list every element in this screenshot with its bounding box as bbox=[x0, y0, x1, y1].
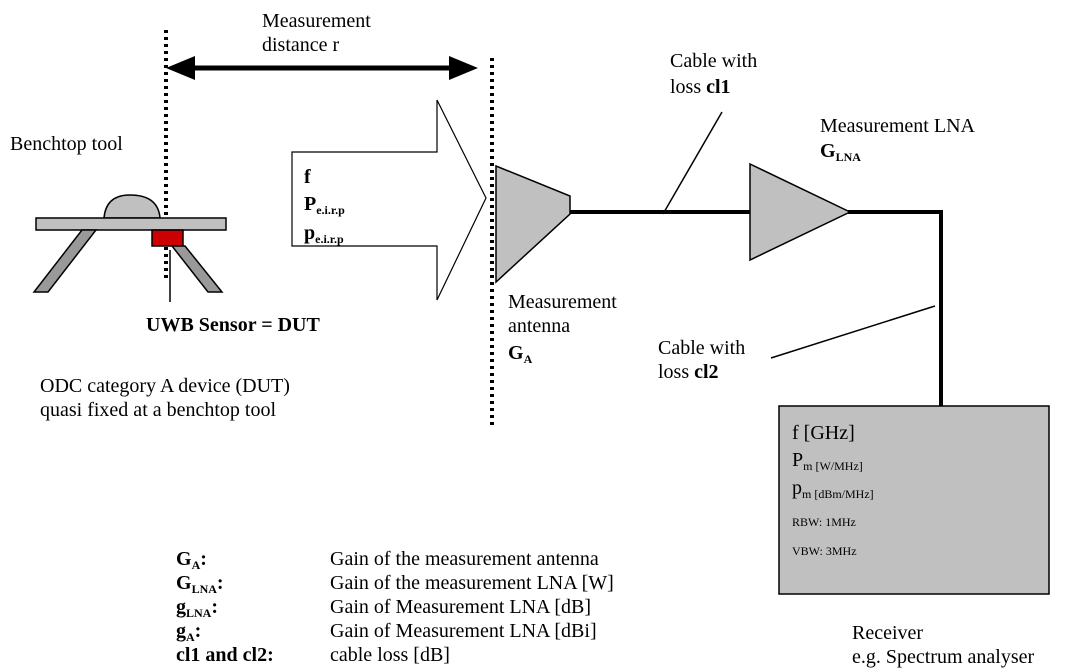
signal-peirp-label: Pe.i.r.p bbox=[304, 193, 345, 217]
benchtop-leg-right bbox=[170, 245, 224, 293]
measurement-antenna bbox=[495, 164, 571, 284]
antenna-label-1: Measurement bbox=[508, 291, 617, 313]
cable2-label-1: Cable with bbox=[658, 337, 746, 359]
legend-desc-ga: Gain of the measurement antenna bbox=[330, 548, 599, 570]
receiver-rbw: RBW: 1MHz bbox=[792, 515, 856, 529]
legend-desc-ga-dbi: Gain of Measurement LNA [dBi] bbox=[330, 620, 597, 642]
signal-arrow bbox=[291, 99, 487, 301]
legend-desc-glna-db: Gain of Measurement LNA [dB] bbox=[330, 596, 592, 618]
antenna-gain-label: GA bbox=[508, 342, 533, 366]
lna-gain-label: GLNA bbox=[820, 140, 861, 164]
cable-cl2 bbox=[848, 210, 943, 406]
cable1-label-1: Cable with bbox=[670, 50, 758, 72]
receiver-label-1: Receiver bbox=[852, 622, 924, 644]
receiver-pm-db: pm [dBm/MHz] bbox=[792, 477, 874, 501]
legend-key-glna: GLNA: bbox=[176, 572, 224, 596]
signal-psd-label: pe.i.r.p bbox=[304, 222, 344, 246]
cable-cl2-pointer bbox=[770, 305, 936, 359]
cable2-label-2: loss cl2 bbox=[658, 361, 719, 383]
legend-key-cable-loss: cl1 and cl2: bbox=[176, 644, 274, 666]
benchtop-tool-label: Benchtop tool bbox=[10, 133, 123, 155]
benchtop-leg-left bbox=[32, 229, 98, 293]
receiver-box bbox=[778, 405, 1050, 595]
odc-label-1: ODC category A device (DUT) bbox=[40, 375, 290, 397]
cable1-label-2: loss cl1 bbox=[670, 76, 731, 98]
measurement-lna bbox=[749, 162, 852, 262]
cable-cl1-pointer bbox=[662, 111, 723, 215]
receiver-freq: f [GHz] bbox=[792, 422, 855, 444]
legend-key-ga: GA: bbox=[176, 548, 207, 572]
legend-key-glna-db: gLNA: bbox=[176, 596, 219, 620]
receiver-vbw: VBW: 3MHz bbox=[792, 544, 857, 558]
distance-arrow-left-head bbox=[166, 56, 195, 80]
benchtop-dome bbox=[103, 194, 161, 219]
antenna-label-2: antenna bbox=[508, 315, 571, 337]
legend-key-ga-dbi: gA: bbox=[176, 620, 202, 644]
legend-desc-glna: Gain of the measurement LNA [W] bbox=[330, 572, 614, 594]
receiver-pm: Pm [W/MHz] bbox=[792, 449, 863, 473]
measurement-distance-label-2: distance r bbox=[262, 34, 340, 56]
lna-label: Measurement LNA bbox=[820, 115, 975, 137]
odc-label-2: quasi fixed at a benchtop tool bbox=[40, 399, 277, 421]
uwb-sensor-device bbox=[151, 229, 184, 247]
measurement-distance-label-1: Measurement bbox=[262, 10, 371, 32]
legend-desc-cable-loss: cable loss [dB] bbox=[330, 644, 450, 666]
distance-arrow-right-head bbox=[449, 56, 478, 80]
signal-f-label: f bbox=[304, 166, 311, 188]
receiver-label-2: e.g. Spectrum analyser bbox=[852, 646, 1035, 668]
benchtop-plate bbox=[35, 217, 227, 231]
uwb-sensor-label: UWB Sensor = DUT bbox=[146, 314, 320, 336]
